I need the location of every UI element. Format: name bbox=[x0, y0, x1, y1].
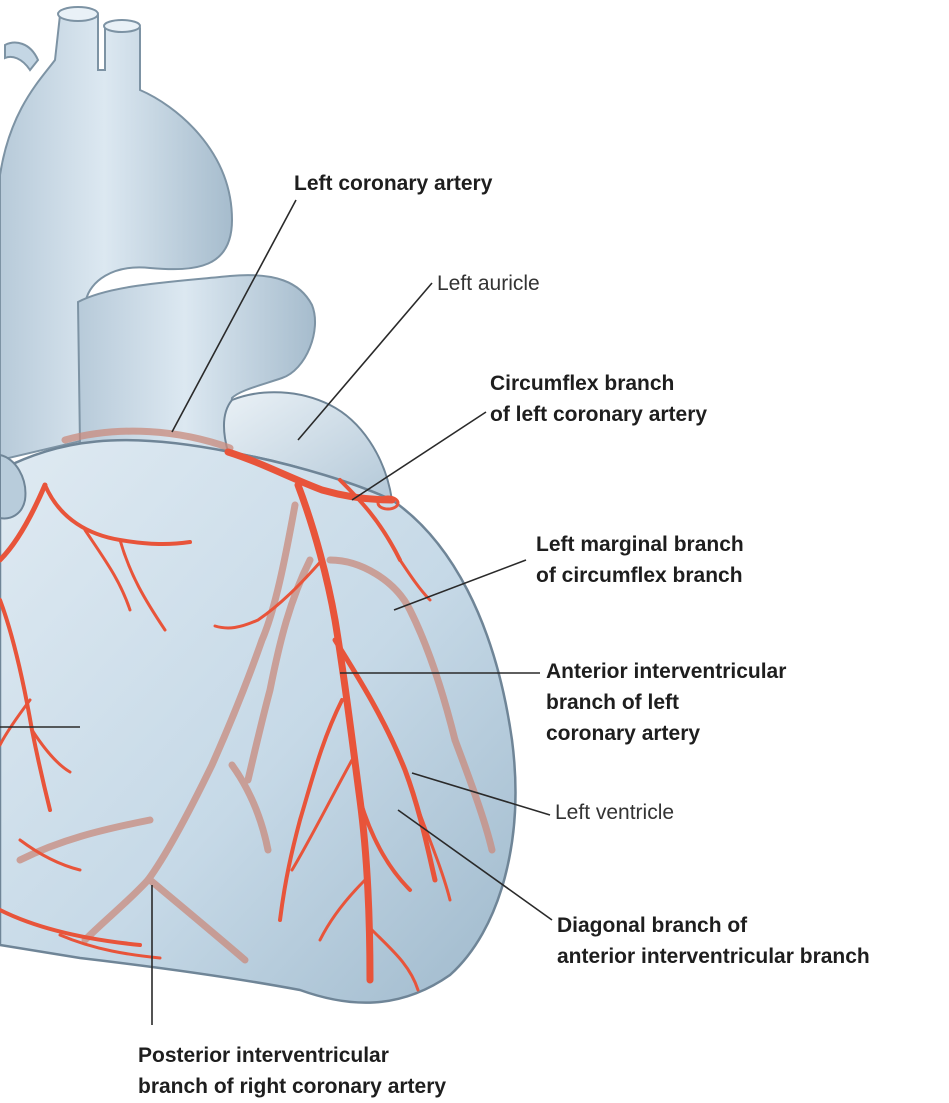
label-left-ventricle: Left ventricle bbox=[555, 797, 674, 828]
label-left-coronary-artery: Left coronary artery bbox=[294, 168, 492, 199]
label-line-1: Anterior interventricular bbox=[546, 656, 786, 687]
label-line-2: of left coronary artery bbox=[490, 399, 707, 430]
label-text: Left auricle bbox=[437, 268, 540, 299]
label-circumflex-branch: Circumflex branch of left coronary arter… bbox=[490, 368, 707, 430]
label-left-auricle: Left auricle bbox=[437, 268, 540, 299]
label-line-1: Diagonal branch of bbox=[557, 910, 870, 941]
label-left-marginal-branch: Left marginal branch of circumflex branc… bbox=[536, 529, 744, 591]
label-text: Left ventricle bbox=[555, 797, 674, 828]
label-line-2: of circumflex branch bbox=[536, 560, 744, 591]
label-anterior-interventricular-branch: Anterior interventricular branch of left… bbox=[546, 656, 786, 749]
label-line-1: Circumflex branch bbox=[490, 368, 707, 399]
label-text: Left coronary artery bbox=[294, 168, 492, 199]
label-line-1: Posterior interventricular bbox=[138, 1040, 446, 1071]
label-line-3: coronary artery bbox=[546, 718, 786, 749]
label-line-1: Left marginal branch bbox=[536, 529, 744, 560]
label-line-2: branch of right coronary artery bbox=[138, 1071, 446, 1102]
label-line-2: branch of left bbox=[546, 687, 786, 718]
label-line-2: anterior interventricular branch bbox=[557, 941, 870, 972]
label-posterior-interventricular-branch: Posterior interventricular branch of rig… bbox=[138, 1040, 446, 1102]
label-diagonal-branch: Diagonal branch of anterior interventric… bbox=[557, 910, 870, 972]
